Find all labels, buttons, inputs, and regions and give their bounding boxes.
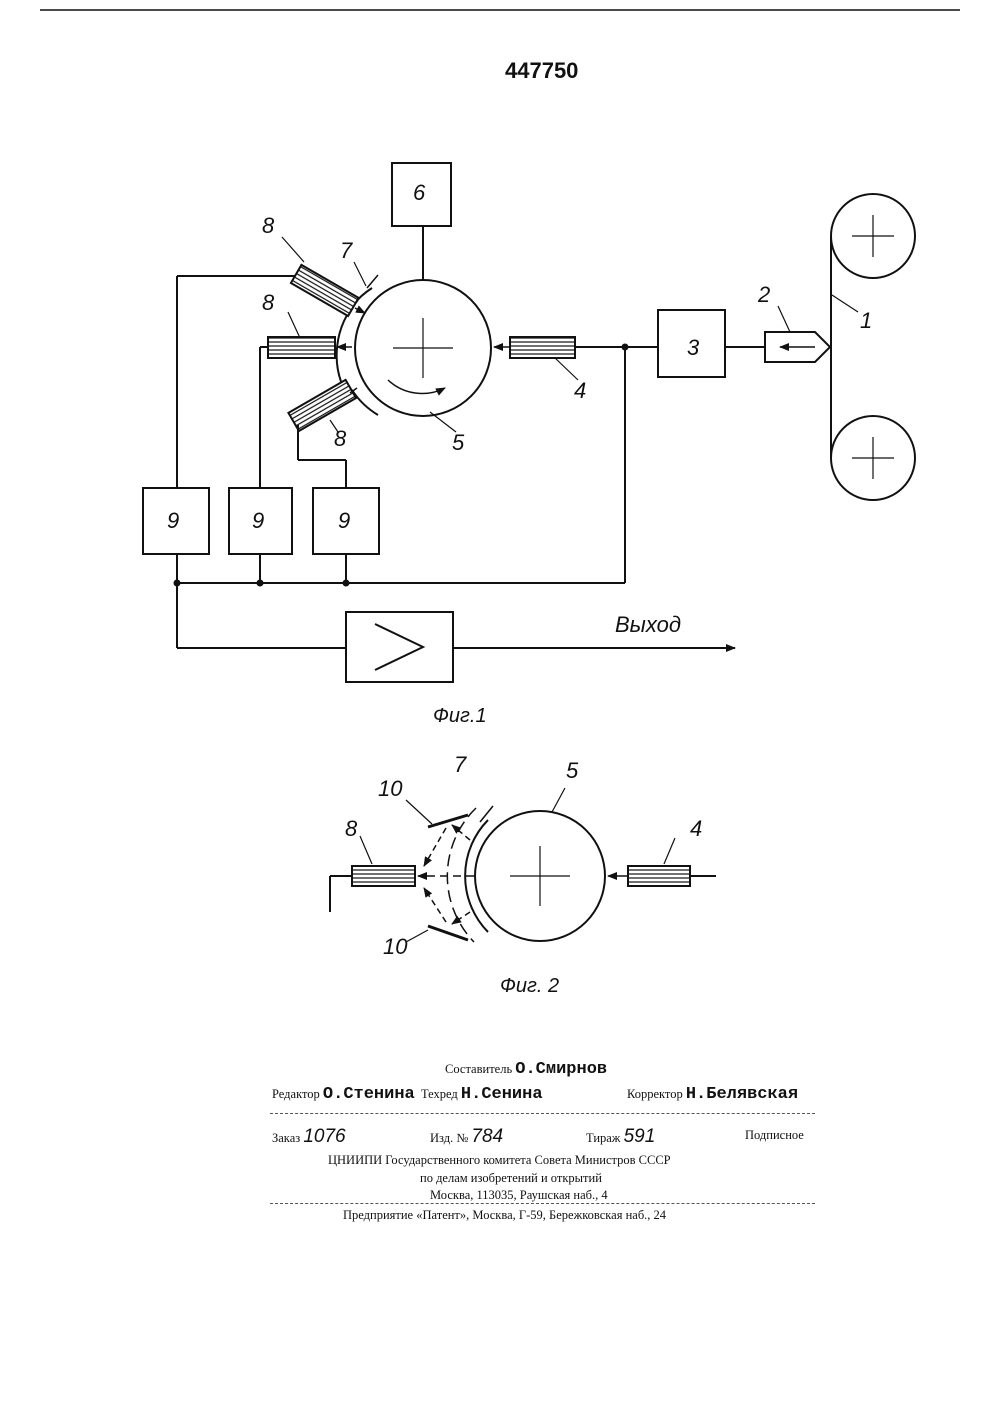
label-6: 6 [413,180,426,205]
label-1: 1 [860,308,872,333]
rule-1 [270,1113,815,1114]
corrector-line: Корректор Н.Белявская [627,1085,798,1104]
label-9-left: 9 [167,508,179,533]
label-7: 7 [340,238,353,263]
detector-8-top [291,265,359,316]
output-amplifier [346,612,453,682]
fig2-source-4 [628,866,690,886]
fig2-label-10-top: 10 [378,776,403,801]
label-5: 5 [452,430,465,455]
fig2-label-4: 4 [690,816,702,841]
circulation-line: Тираж 591 [586,1126,655,1148]
fig2-caption: Фиг. 2 [500,975,559,997]
label-2: 2 [757,282,770,307]
org-line-1: ЦНИИПИ Государственного комитета Совета … [328,1153,671,1168]
rule-2 [270,1203,815,1204]
detector-8-bottom [288,380,356,431]
label-8-middle: 8 [262,290,275,315]
subscription: Подписное [745,1128,804,1143]
order-line: Заказ 1076 [272,1126,346,1148]
detector-8-middle [268,337,335,358]
printer-line: Предприятие «Патент», Москва, Г-59, Бере… [343,1208,666,1223]
org-line-2: по делам изобретений и открытий [420,1171,602,1186]
label-4: 4 [574,378,586,403]
fig2-label-5: 5 [566,758,579,783]
fig2-detector-8 [352,866,415,886]
fig2-label-8: 8 [345,816,358,841]
edition-line: Изд. № 784 [430,1126,503,1148]
editor-line: Редактор О.Стенина Техред Н.Сенина [272,1085,543,1104]
fig2-label-10-bottom: 10 [383,934,408,959]
org-line-3: Москва, 113035, Раушская наб., 4 [430,1188,608,1203]
output-label: Выход [615,612,681,637]
fig2-label-7: 7 [454,752,467,777]
label-9-middle: 9 [252,508,264,533]
light-source-4 [510,337,575,358]
compiler-line: Составитель О.Смирнов [445,1060,607,1079]
label-9-right: 9 [338,508,350,533]
label-8-top: 8 [262,213,275,238]
fig1-caption: Фиг.1 [433,705,487,727]
label-3: 3 [687,335,700,360]
label-8-bottom: 8 [334,426,347,451]
mask-7-lower [352,390,378,415]
